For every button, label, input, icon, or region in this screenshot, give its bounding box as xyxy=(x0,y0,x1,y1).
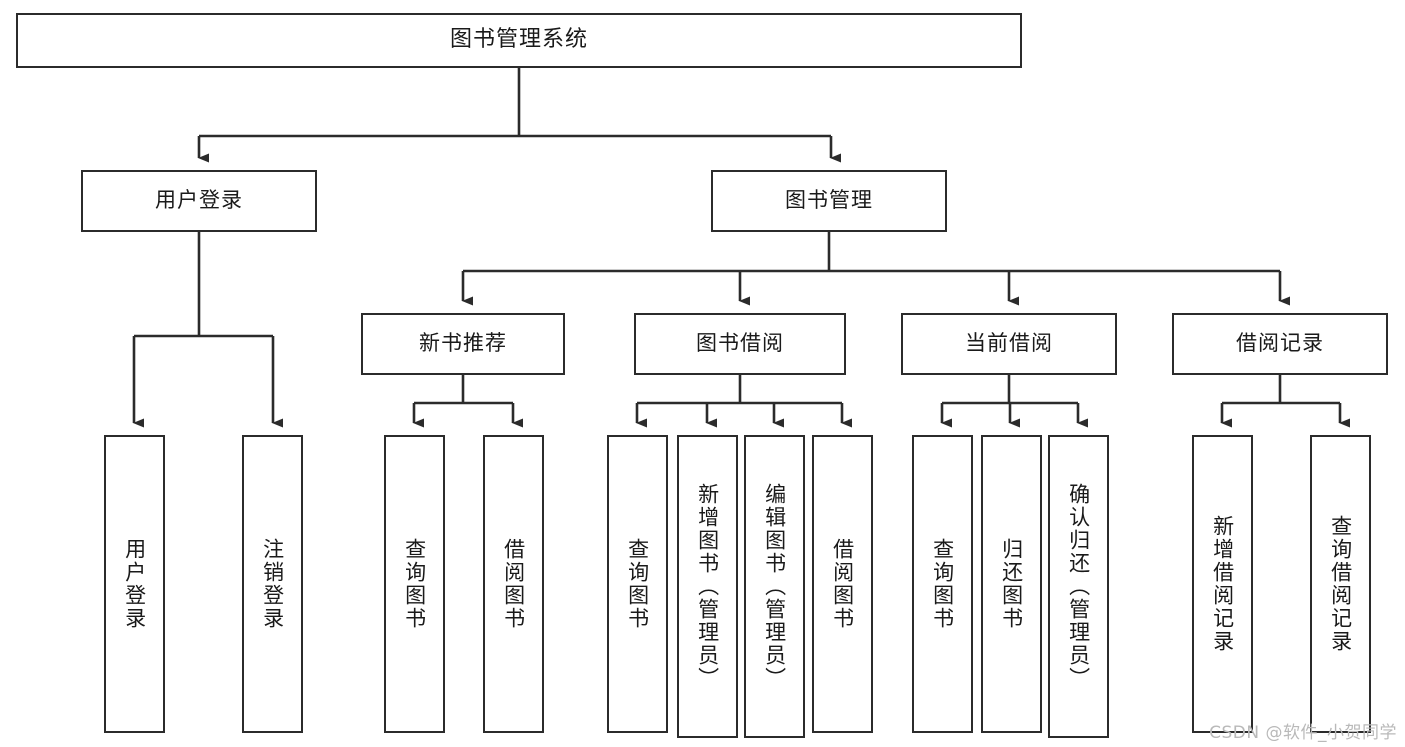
node-leaf-add-book[interactable]: 新增图书（管理员） xyxy=(677,435,738,738)
csdn-watermark: CSDN @软件_小贺同学 xyxy=(1209,723,1397,743)
node-leaf-add-record-label: 新增借阅记录 xyxy=(1210,515,1235,653)
node-root-label: 图书管理系统 xyxy=(449,27,588,53)
node-leaf-confirm-return[interactable]: 确认归还（管理员） xyxy=(1048,435,1109,738)
node-leaf-user-logout[interactable]: 注销登录 xyxy=(242,435,303,733)
node-leaf-query-record[interactable]: 查询借阅记录 xyxy=(1310,435,1371,733)
node-leaf-query-book-1[interactable]: 查询图书 xyxy=(384,435,445,733)
node-borrow-record-label: 借阅记录 xyxy=(1236,331,1324,356)
node-borrow-record[interactable]: 借阅记录 xyxy=(1172,313,1388,375)
node-leaf-user-logout-label: 注销登录 xyxy=(260,538,285,630)
node-new-book-recommend[interactable]: 新书推荐 xyxy=(361,313,565,375)
node-leaf-borrow-book-2[interactable]: 借阅图书 xyxy=(812,435,873,733)
node-current-borrow[interactable]: 当前借阅 xyxy=(901,313,1117,375)
node-leaf-query-book-3-label: 查询图书 xyxy=(930,538,955,630)
node-user-login[interactable]: 用户登录 xyxy=(81,170,317,232)
node-leaf-query-book-3[interactable]: 查询图书 xyxy=(912,435,973,733)
node-leaf-edit-book[interactable]: 编辑图书（管理员） xyxy=(744,435,805,738)
node-leaf-borrow-book-2-label: 借阅图书 xyxy=(830,538,855,630)
node-book-management[interactable]: 图书管理 xyxy=(711,170,947,232)
node-book-management-label: 图书管理 xyxy=(785,188,873,213)
node-leaf-borrow-book-1-label: 借阅图书 xyxy=(501,538,526,630)
node-current-borrow-label: 当前借阅 xyxy=(965,331,1053,356)
node-user-login-label: 用户登录 xyxy=(155,188,243,213)
node-leaf-add-record[interactable]: 新增借阅记录 xyxy=(1192,435,1253,733)
node-leaf-edit-book-label: 编辑图书（管理员） xyxy=(762,483,787,690)
node-leaf-confirm-return-label: 确认归还（管理员） xyxy=(1066,483,1091,690)
node-leaf-query-book-1-label: 查询图书 xyxy=(402,538,427,630)
node-leaf-user-login[interactable]: 用户登录 xyxy=(104,435,165,733)
node-leaf-return-book[interactable]: 归还图书 xyxy=(981,435,1042,733)
node-leaf-borrow-book-1[interactable]: 借阅图书 xyxy=(483,435,544,733)
node-leaf-query-record-label: 查询借阅记录 xyxy=(1328,515,1353,653)
node-book-borrow-label: 图书借阅 xyxy=(696,331,784,356)
node-leaf-return-book-label: 归还图书 xyxy=(999,538,1024,630)
node-leaf-user-login-label: 用户登录 xyxy=(122,538,147,630)
node-leaf-query-book-2-label: 查询图书 xyxy=(625,538,650,630)
node-leaf-add-book-label: 新增图书（管理员） xyxy=(695,483,720,690)
node-root[interactable]: 图书管理系统 xyxy=(16,13,1022,68)
node-leaf-query-book-2[interactable]: 查询图书 xyxy=(607,435,668,733)
node-new-book-recommend-label: 新书推荐 xyxy=(419,331,507,356)
node-book-borrow[interactable]: 图书借阅 xyxy=(634,313,846,375)
